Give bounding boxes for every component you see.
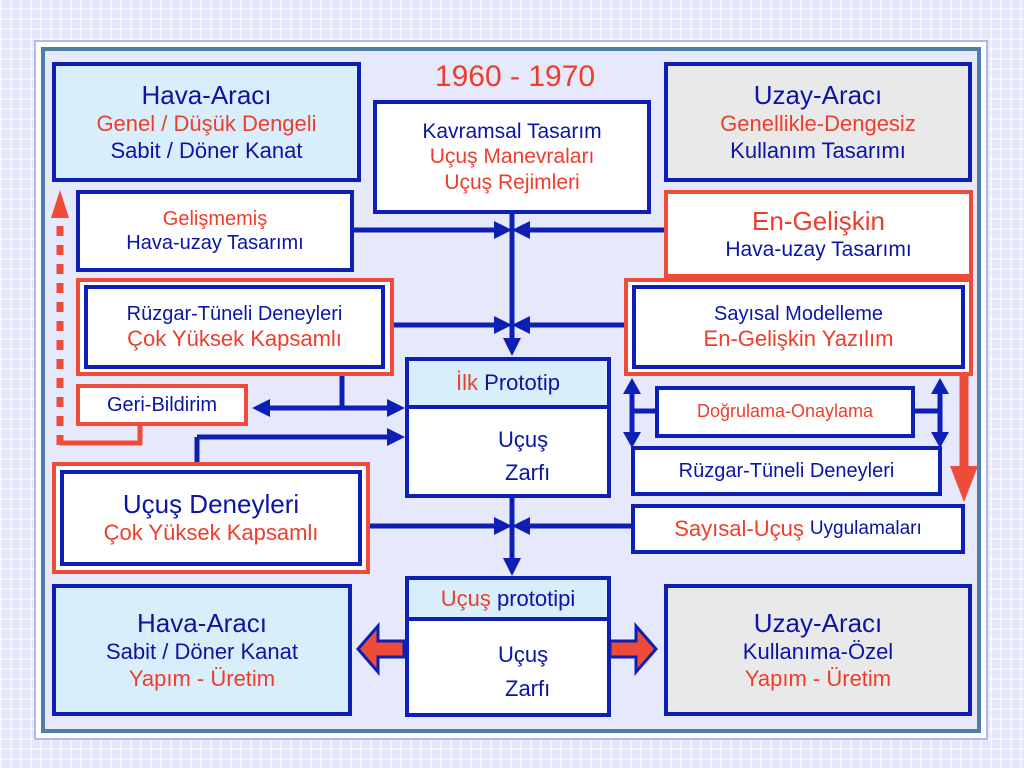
advanced-line1: En-Gelişkin [752,205,885,236]
arrow-to-bottom-left [356,621,406,677]
arrowhead-ver-3 [931,378,949,394]
arrowhead-feedback-left [252,399,270,417]
numerical-line2: En-Gelişkin Yazılım [703,325,894,351]
bottom-right-spacecraft-box: Uzay-Aracı Kullanıma-Özel Yapım - Üretim [664,584,972,716]
flight-prototype-word1: Uçuş [440,586,491,611]
top-right-spacecraft-box: Uzay-Aracı Genellikle-Dengesiz Kullanım … [664,62,972,182]
bottom-right-line1: Kullanıma-Özel [742,639,894,665]
undeveloped-line2: Hava-uzay Tasarımı [126,232,304,254]
numerical-flight-box: Sayısal-Uçuş Uygulamaları [631,504,965,554]
flight-tests-box: Uçuş Deneyleri Çok Yüksek Kapsamlı [60,470,362,566]
wind-tunnel-left-box: Rüzgar-Tüneli Deneyleri Çok Yüksek Kapsa… [84,285,385,369]
first-prototype-header: İlk Prototip [405,357,611,409]
flight-prototype-word2: prototipi [496,586,576,611]
first-prototype-word2: Prototip [484,370,560,395]
feedback-dashed-arrow [51,190,143,446]
bottom-left-aircraft-box: Hava-Aracı Sabit / Döner Kanat Yapım - Ü… [52,584,352,716]
bottom-right-line2: Yapım - Üretim [744,665,892,691]
wind-tunnel-left-line2: Çok Yüksek Kapsamlı [127,325,342,351]
arrowhead-3 [494,316,512,334]
top-right-title: Uzay-Aracı [753,80,883,111]
bottom-right-title: Uzay-Aracı [753,608,883,639]
top-right-line1: Genellikle-Dengesiz [720,111,916,137]
arrowhead-4 [512,316,530,334]
numerical-box: Sayısal Modelleme En-Gelişkin Yazılım [632,285,965,369]
verification-label: Doğrulama-Onaylama [696,401,874,422]
bottom-left-line1: Sabit / Döner Kanat [105,639,298,665]
top-right-line2: Kullanım Tasarımı [730,137,906,163]
flight-tests-line2: Çok Yüksek Kapsamlı [103,520,319,546]
concept-design-box: Kavramsal Tasarım Uçuş Manevraları Uçuş … [373,100,651,214]
wind-tunnel-left-line1: Rüzgar-Tüneli Deneyleri [126,302,343,325]
flight-prototype-body [405,621,611,717]
concept-line2: Uçuş Manevraları [429,145,595,169]
arrowhead-feedback-right [387,399,405,417]
arrowhead-2 [512,221,530,239]
arrowhead-ver-2 [623,432,641,448]
first-envelope-line2: Zarfı [505,460,551,485]
advanced-line2: Hava-uzay Tasarımı [725,238,912,261]
flight-tests-line1: Uçuş Deneyleri [122,489,300,520]
flight-prototype-header: Uçuş prototipi [405,576,611,621]
bottom-left-line2: Yapım - Üretim [128,665,276,691]
first-prototype-body [405,409,611,498]
arrowhead-flighttests [387,428,405,446]
first-prototype-word1: İlk [456,370,479,395]
top-left-aircraft-box: Hava-Aracı Genel / Düşük Dengeli Sabit /… [52,62,361,182]
numerical-flight-part2: Uygulamaları [809,517,922,539]
arrow-to-bottom-right [608,621,658,677]
arrowhead-down-2 [503,558,521,576]
top-left-line2: Sabit / Döner Kanat [110,137,303,163]
first-envelope-line1: Uçuş [498,427,549,452]
period-label: 1960 - 1970 [434,60,596,93]
numerical-flight-part1: Sayısal-Uçuş [674,515,804,541]
wind-tunnel-right-label: Rüzgar-Tüneli Deneyleri [678,460,895,482]
wind-tunnel-right-box: Rüzgar-Tüneli Deneyleri [631,446,942,496]
arrowhead-1 [494,221,512,239]
concept-line1: Kavramsal Tasarım [422,120,602,144]
arrowhead-6 [512,517,530,535]
feedback-label: Geri-Bildirim [107,394,217,416]
numerical-line1: Sayısal Modelleme [714,302,883,325]
feedback-box: Geri-Bildirim [76,384,248,426]
flight-envelope-line2: Zarfı [505,676,551,701]
undeveloped-line1: Gelişmemiş [162,208,268,230]
top-left-line1: Genel / Düşük Dengeli [96,111,317,137]
top-left-title: Hava-Aracı [141,80,272,111]
advanced-design-box: En-Gelişkin Hava-uzay Tasarımı [664,190,973,278]
flight-envelope-line1: Uçuş [498,642,549,667]
arrowhead-ver-4 [931,432,949,448]
undeveloped-design-box: Gelişmemiş Hava-uzay Tasarımı [76,190,354,272]
concept-line3: Uçuş Rejimleri [444,170,580,194]
arrowhead-down-1 [503,338,521,356]
arrowhead-ver-1 [623,378,641,394]
arrowhead-5 [494,517,512,535]
verification-box: Doğrulama-Onaylama [655,386,915,438]
bottom-left-title: Hava-Aracı [136,608,268,639]
